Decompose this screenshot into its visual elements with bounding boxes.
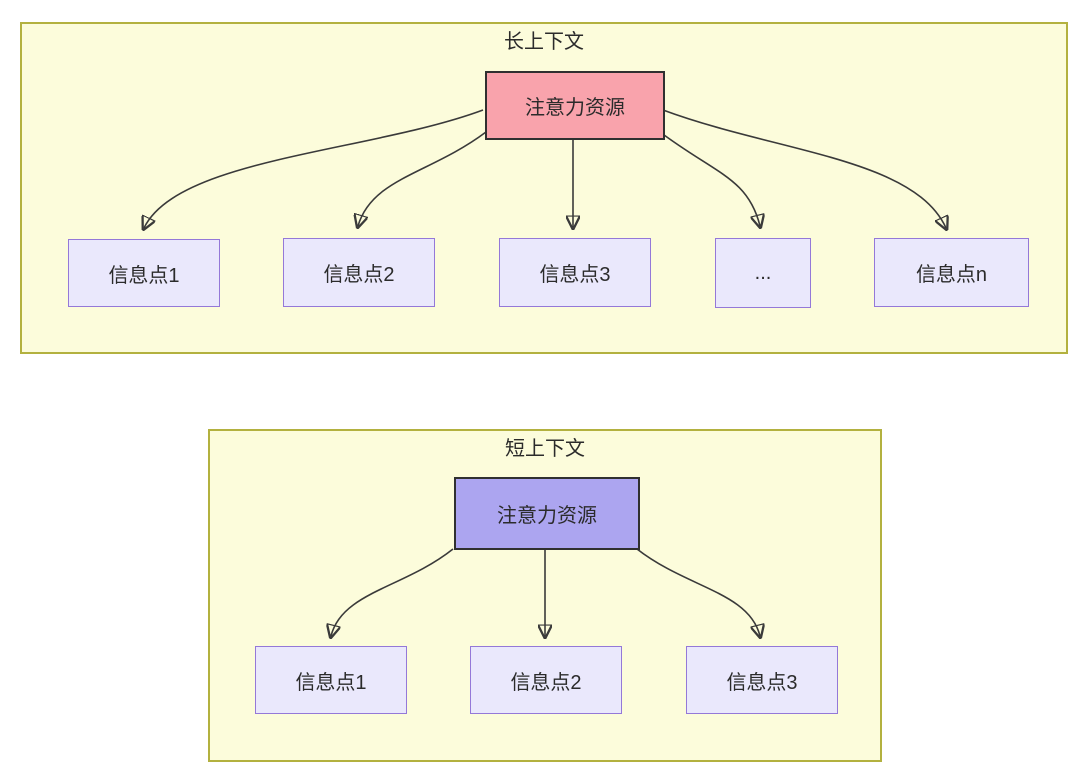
long-info-node-1: 信息点1 bbox=[68, 239, 220, 307]
short-context-container: 短上下文 注意力资源 信息点1 信息点2 信息点3 bbox=[208, 429, 882, 762]
long-attention-node: 注意力资源 bbox=[485, 71, 665, 140]
long-info-node-2: 信息点2 bbox=[283, 238, 435, 307]
short-info-node-2: 信息点2 bbox=[470, 646, 622, 714]
short-attention-node: 注意力资源 bbox=[454, 477, 640, 550]
short-info-node-1: 信息点1 bbox=[255, 646, 407, 714]
long-context-container: 长上下文 注意力资源 信息点1 信息点2 信息点3 ... 信息点n bbox=[20, 22, 1068, 354]
long-info-node-ellipsis: ... bbox=[715, 238, 811, 308]
long-info-node-n: 信息点n bbox=[874, 238, 1029, 307]
long-context-title: 长上下文 bbox=[504, 31, 584, 53]
short-context-title: 短上下文 bbox=[505, 438, 585, 460]
short-info-node-3: 信息点3 bbox=[686, 646, 838, 714]
long-info-node-3: 信息点3 bbox=[499, 238, 651, 307]
